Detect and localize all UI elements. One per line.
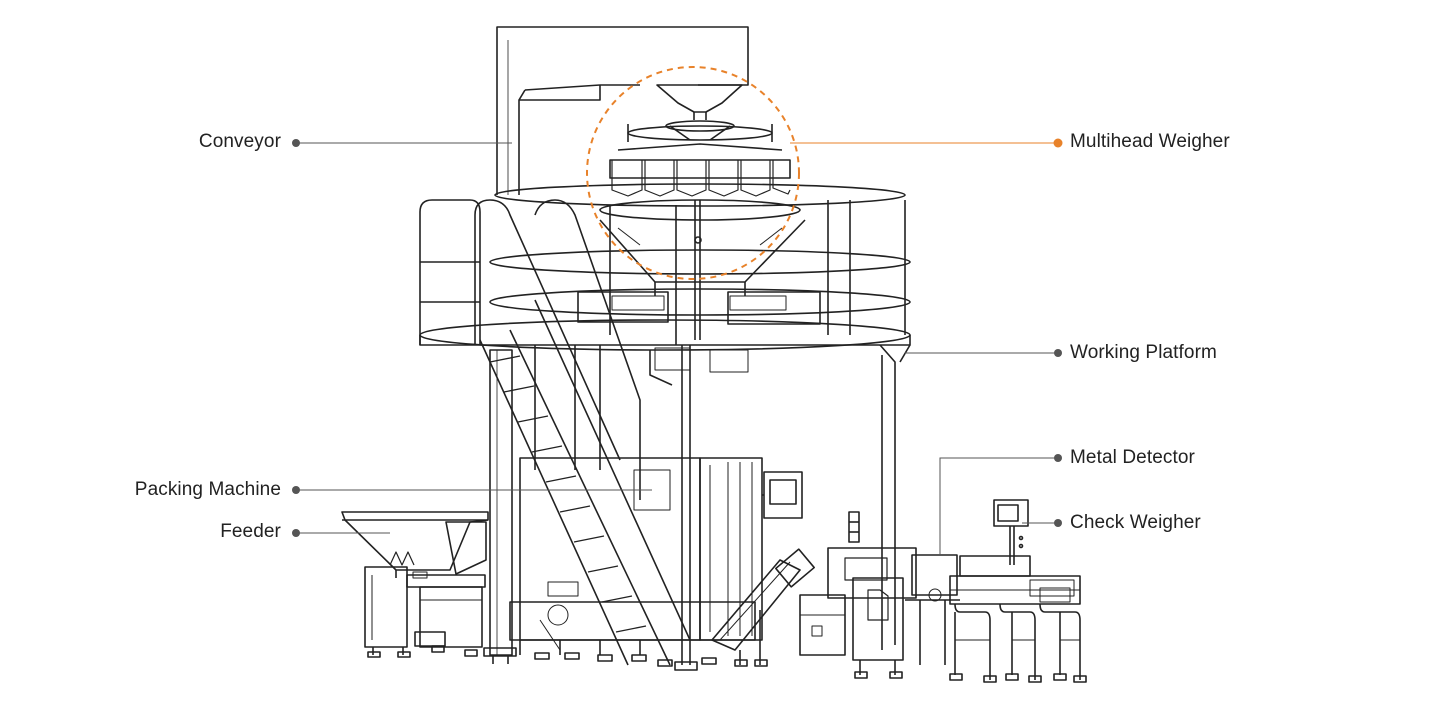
working-platform-illustration: [419, 183, 911, 671]
packing-machine-illustration: [509, 457, 803, 667]
leader-lines: [296, 142, 1058, 555]
multihead-weigher-illustration: [599, 84, 806, 340]
label-conveyor: Conveyor: [198, 131, 281, 152]
weigher-highlight-circle: [586, 66, 800, 280]
label-multihead-weigher: Multihead Weigher: [1070, 131, 1230, 152]
label-check-weigher: Check Weigher: [1070, 512, 1201, 533]
label-metal-detector: Metal Detector: [1070, 447, 1195, 468]
stairs-illustration: [474, 199, 691, 666]
feeder-illustration: [341, 511, 489, 658]
label-packing-machine: Packing Machine: [134, 479, 281, 500]
check-weigher-illustration: [949, 499, 1087, 683]
label-working-platform: Working Platform: [1070, 342, 1217, 363]
label-feeder: Feeder: [220, 521, 281, 542]
leader-dots: [292, 138, 1063, 537]
metal-detector-illustration: [711, 511, 960, 679]
